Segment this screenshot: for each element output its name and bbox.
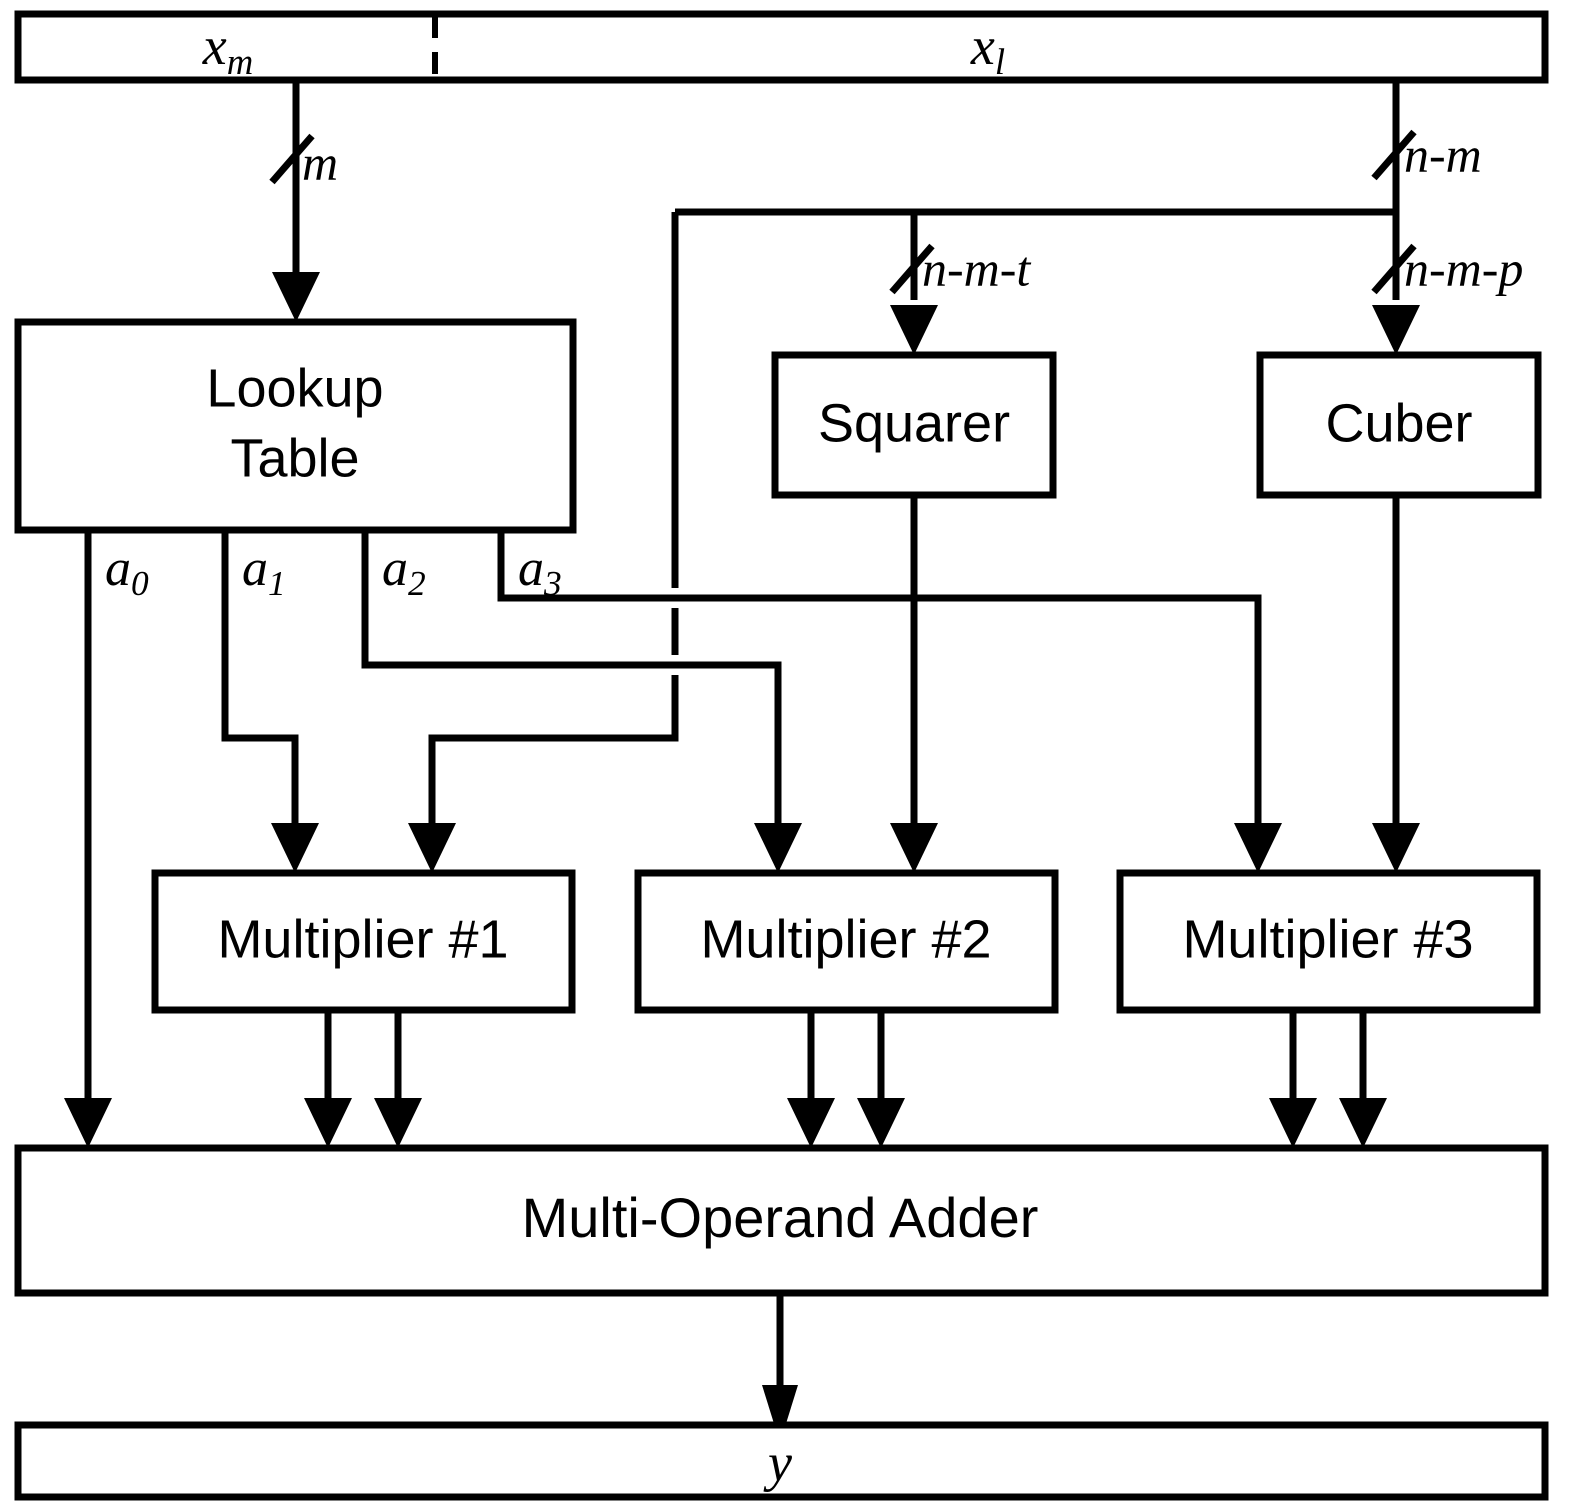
arrowhead-adder-input-m2a [787,1098,835,1148]
arrowhead-adder-input-m3b [1339,1098,1387,1148]
output-bus [14,1421,1549,1501]
multi-operand-adder-label: Multi-Operand Adder [522,1186,1039,1249]
multiplier-3-label: Multiplier #3 [1182,909,1473,969]
wire-a3-to-multiplier3 [497,530,1262,828]
arrowhead-mult3-input-left [1234,823,1282,873]
input-bus-label-xl: xl [970,16,1005,82]
coefficient-label-a1: a1 [242,540,286,603]
coefficient-label-a0: a0 [105,540,149,603]
wire-a1-to-multiplier1 [221,530,299,828]
output-bus-label-y: y [763,1432,792,1492]
arrowhead-mult2-input-right [890,823,938,873]
arrowhead-squarer-input [890,305,938,355]
input-bus-label-xm: xm [202,16,254,82]
arrowhead-mult3-input-right [1372,823,1420,873]
cuber-label: Cuber [1325,393,1472,453]
wire-xl-to-multiplier1 [428,675,679,828]
lookup-table-label-line2: Table [230,428,359,488]
arrowhead-adder-input-m1b [374,1098,422,1148]
arrowhead-adder-input-m1a [304,1098,352,1148]
arrowhead-mult2-input-left [754,823,802,873]
wire-a2-to-multiplier2 [361,530,782,828]
coefficient-label-a2: a2 [382,540,426,603]
bus-width-label-m: m [302,134,338,190]
block-lookup-table[interactable] [14,318,577,534]
bus-width-label-n-m-t: n-m-t [922,240,1031,296]
arrowhead-cuber-input [1372,305,1420,355]
bus-slash-m [269,133,315,185]
bus-slash-n-m-p [1371,243,1417,295]
arrowhead-adder-input-m2b [857,1098,905,1148]
block-multiplier-2[interactable] [634,869,1059,1014]
block-multiplier-3[interactable] [1116,869,1541,1014]
squarer-label: Squarer [818,393,1010,453]
input-bus [14,10,1549,84]
block-squarer[interactable] [771,351,1057,499]
block-multiplier-1[interactable] [151,869,576,1014]
block-cuber[interactable] [1256,351,1542,499]
arrowhead-output-bus [762,1385,798,1443]
coefficient-label-a3: a3 [518,540,562,603]
arrowhead-adder-input-m3a [1269,1098,1317,1148]
bus-width-label-n-m: n-m [1404,126,1482,182]
arrowhead-mult1-input-right [408,823,456,873]
lookup-table-label-line1: Lookup [206,358,383,418]
arrowhead-adder-input-a0 [64,1098,112,1148]
bus-width-label-n-m-p: n-m-p [1404,240,1523,296]
multiplier-2-label: Multiplier #2 [700,909,991,969]
bus-slash-n-m-t [889,243,935,295]
multiplier-1-label: Multiplier #1 [217,909,508,969]
arrowhead-lookup-input [272,272,320,322]
arrowhead-mult1-input-left [271,823,319,873]
bus-slash-n-m [1371,129,1417,181]
